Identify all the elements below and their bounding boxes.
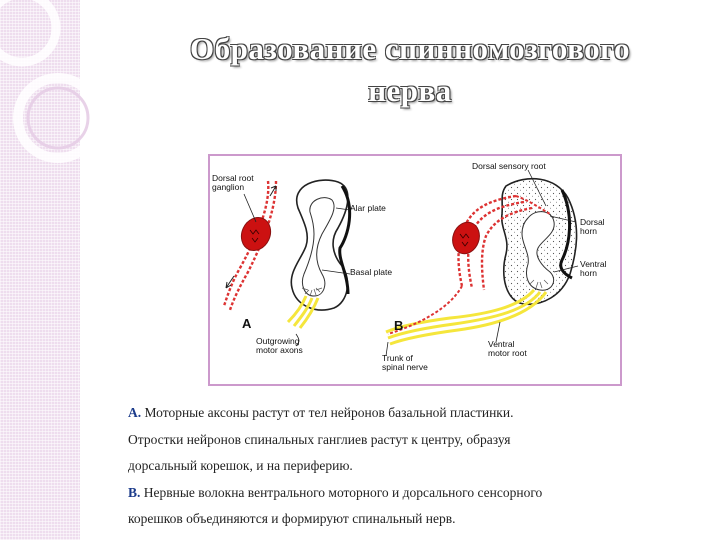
label-panel-a: A [242,316,252,331]
sensory-fibers-a-2 [228,180,278,311]
neural-tube-a-inner [301,197,335,297]
ganglion-b [452,221,480,255]
motor-axons-a-1 [286,295,308,324]
caption-marker-b: В. [128,484,141,500]
motor-axons-a-2 [292,297,314,327]
label-outgrowing-line2: motor axons [256,345,303,355]
sulcus-b [559,189,573,280]
label-trunk-line2: spinal nerve [382,362,428,372]
label-ventral-horn: Ventral horn [580,260,606,278]
label-dorsal-sensory-root: Dorsal sensory root [472,161,546,171]
label-alar-plate: Alar plate [350,203,386,213]
label-dorsal-horn: Dorsal horn [580,218,605,236]
motor-root-b-1 [385,288,536,334]
ganglion-a [240,216,272,252]
caption-line-2: Отростки нейронов спинальных ганглиев ра… [128,431,511,447]
figure-caption: А. Моторные аксоны растут от тел нейроно… [128,400,698,533]
diagram-drawing [222,169,579,357]
dorsal-sensory-pointer [527,169,547,207]
sensory-fibers-b-1 [457,194,517,287]
sensory-fibers-b-3 [480,206,533,291]
motor-axons-a-3 [298,297,320,329]
label-ventral-horn-line1: Ventral [580,259,607,269]
label-dorsal-root-line2: ganglion [212,182,245,192]
slide-title: Образование спинномозгового нерва [120,28,700,112]
caption-line-1: А. Моторные аксоны растут от тел нейроно… [128,400,698,427]
basal-neurons-a [301,287,323,297]
label-dorsal-root-line1: Dorsal root [212,173,254,183]
caption-line-3: дорсальный корешок, и на периферию. [128,458,353,473]
ventral-root-pointer [495,321,501,343]
label-ventral-motor-line2: motor root [488,348,527,358]
label-outgrowing-line1: Outgrowing [256,336,300,346]
label-panel-b: B [394,318,404,333]
outgrowing-pointer [295,333,300,347]
drg-pointer-a [243,193,257,223]
sensory-trunk-b [387,285,463,335]
ventral-neurons-b [529,279,549,289]
sensory-central-b [515,195,551,215]
spinal-nerve-diagram: Dorsal root ganglion Alar plate Basal pl… [208,154,622,386]
decorative-circles [0,0,103,163]
ganglion-a-arrow-up [269,185,277,197]
ganglion-a-arrow [225,275,235,289]
label-ventral-motor-line1: Ventral [488,339,515,349]
label-basal-plate: Basal plate [350,267,393,277]
caption-text-4: Нервные волокна вентрального моторного и… [140,484,543,500]
label-dorsal-root-ganglion: Dorsal root ganglion [212,174,254,192]
label-trunk-of-spinal-nerve: Trunk of spinal nerve [382,354,428,372]
label-dorsal-horn-line1: Dorsal [580,217,605,227]
basal-pointer-line [321,269,351,275]
trunk-pointer [385,341,389,357]
caption-line-4: В. Нервные волокна вентрального моторног… [128,480,698,507]
title-line-1: Образование спинномозгового [190,31,630,66]
alar-pointer-line [335,207,351,211]
caption-text-1: Моторные аксоны растут от тел нейронов б… [141,405,514,420]
motor-root-b-3 [389,291,548,346]
label-ventral-horn-line2: horn [580,268,598,278]
dorsal-horn-pointer [549,215,577,223]
ventral-horn-pointer [553,265,579,273]
label-ventral-motor-root: Ventral motor root [488,340,527,358]
motor-root-b-2 [387,291,542,340]
label-dorsal-horn-line2: horn [580,226,598,236]
label-trunk-line1: Trunk of [382,353,413,363]
label-outgrowing-motor-axons: Outgrowing motor axons [256,337,303,355]
caption-marker-a: А. [128,405,142,420]
sensory-fibers-a-1 [222,180,270,307]
title-line-2: нерва [368,73,452,108]
sulcus-limitans-a [338,185,352,295]
gray-matter-b [521,211,555,291]
caption-line-5: корешков объединяются и формируют спинал… [128,511,456,526]
